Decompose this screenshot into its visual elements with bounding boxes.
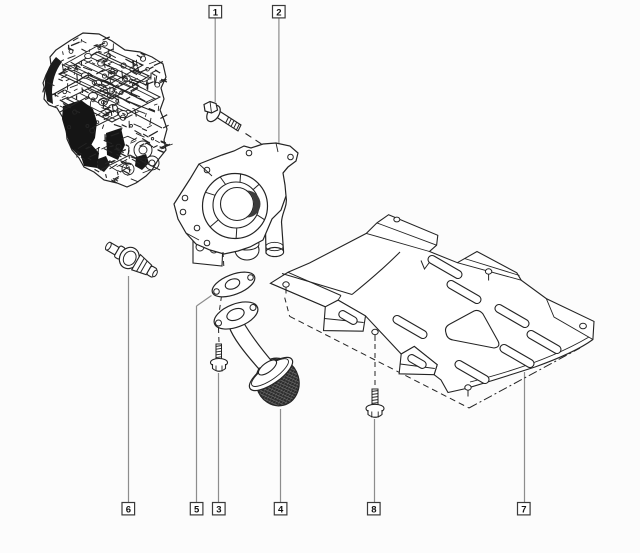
- svg-text:3: 3: [216, 504, 221, 515]
- svg-text:1: 1: [213, 7, 219, 18]
- svg-text:8: 8: [371, 504, 376, 515]
- svg-text:4: 4: [278, 504, 284, 515]
- svg-text:2: 2: [276, 7, 281, 18]
- svg-text:6: 6: [126, 504, 131, 515]
- svg-text:5: 5: [194, 504, 200, 515]
- svg-text:7: 7: [521, 504, 526, 515]
